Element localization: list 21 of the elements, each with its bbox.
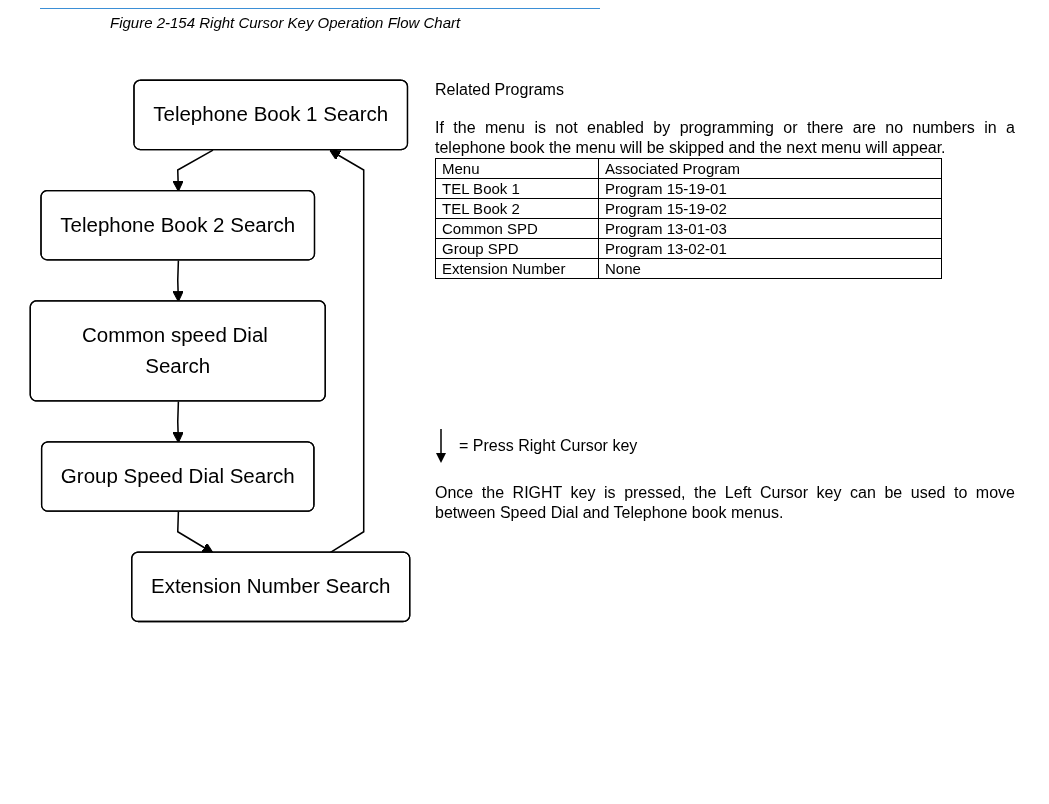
table-cell: Common SPD: [435, 218, 599, 239]
table-cell: Menu: [435, 158, 599, 179]
note-text: If the menu is not enabled by programming or there are no numbers in a telephone book the menu will be skipped and the next menu will appear.: [435, 118, 1015, 158]
table-cell: Associated Program: [598, 158, 942, 179]
arrow: [172, 259, 184, 302]
table-cell: None: [598, 258, 942, 279]
legend-text: = Press Right Cursor key: [459, 437, 638, 455]
table-cell: TEL Book 2: [435, 198, 599, 219]
arrow: [172, 149, 214, 192]
table-cell: Program 15-19-02: [598, 198, 942, 219]
table-cell: Program 13-01-03: [598, 218, 942, 239]
figure-title: Figure 2-154 Right Cursor Key Operation Flow Chart: [110, 14, 461, 31]
note-text: Once the RIGHT key is pressed, the Left Cursor key can be used to move between Speed Dial and Telephone book menus.: [435, 483, 1015, 523]
table-cell: TEL Book 1: [435, 178, 599, 199]
table-cell: Group SPD: [435, 238, 599, 259]
table-cell: Program 13-02-01: [598, 238, 942, 259]
arrow: [329, 149, 365, 554]
section-heading: Related Programs: [435, 80, 565, 100]
table-cell: Extension Number: [435, 258, 599, 279]
arrow: [176, 511, 214, 554]
table-cell: Program 15-19-01: [598, 178, 942, 199]
